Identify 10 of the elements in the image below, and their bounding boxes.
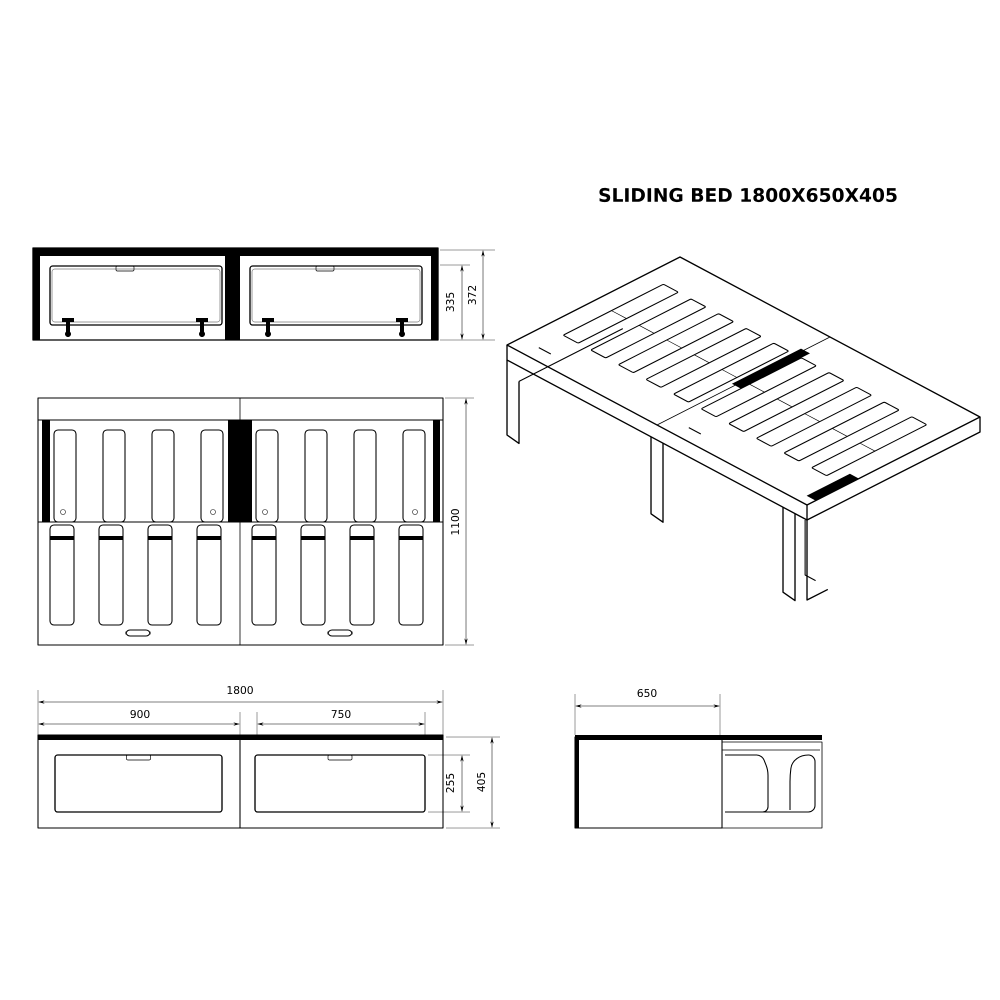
dimension-label: 900 xyxy=(130,710,150,718)
dimension-label: 1100 xyxy=(450,509,460,534)
dimension-label: 1800 xyxy=(228,686,253,694)
dimension-label: 750 xyxy=(332,710,350,718)
dimension-label: 255 xyxy=(446,774,454,792)
dimension-label: 372 xyxy=(468,286,476,304)
dimension-label: 405 xyxy=(476,772,486,792)
title: SLIDING BED 1800X650X405 xyxy=(599,188,897,202)
dimension-label: 335 xyxy=(446,292,454,312)
dimension-label: 650 xyxy=(638,688,656,698)
